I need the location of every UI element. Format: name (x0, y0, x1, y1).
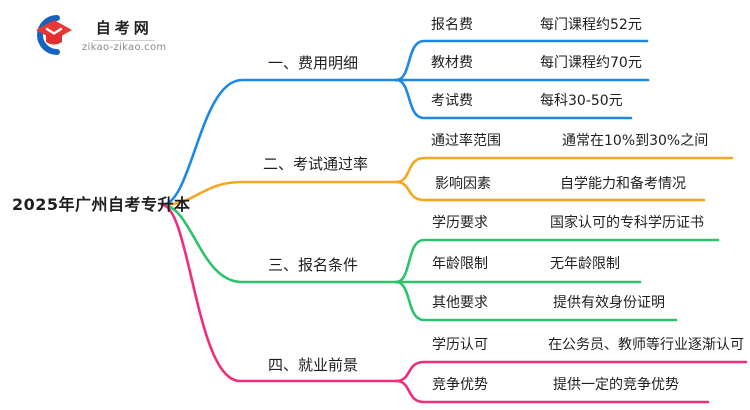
subtopic-value[interactable]: 每门课程约70元 (540, 55, 642, 71)
subtopic-value[interactable]: 提供一定的竞争优势 (553, 377, 679, 393)
branch3-lines (160, 203, 720, 322)
logo-title: 自考网 (95, 19, 153, 37)
branch-topic-requirements[interactable]: 三、报名条件 (268, 256, 359, 274)
subtopic-label[interactable]: 教材费 (431, 55, 473, 71)
subtopic-label[interactable]: 报名费 (431, 17, 473, 33)
branch4-lines (160, 203, 748, 404)
graduation-cap-icon (36, 15, 72, 55)
subtopic-value[interactable]: 提供有效身份证明 (553, 295, 665, 311)
subtopic-value[interactable]: 每门课程约52元 (540, 17, 642, 33)
subtopic-value[interactable]: 通常在10%到30%之间 (562, 133, 709, 149)
subtopic-label[interactable]: 其他要求 (432, 295, 488, 311)
subtopic-value[interactable]: 自学能力和备考情况 (560, 176, 686, 192)
subtopic-value[interactable]: 每科30-50元 (540, 93, 623, 109)
root-topic[interactable]: 2025年广州自考专升本 (12, 195, 191, 214)
subtopic-label[interactable]: 学历要求 (432, 215, 488, 231)
subtopic-label[interactable]: 学历认可 (432, 337, 488, 353)
branch1-lines (160, 39, 650, 207)
subtopic-label[interactable]: 通过率范围 (431, 133, 501, 149)
branch2-lines (160, 156, 734, 207)
branch-topic-pass-rate[interactable]: 二、考试通过率 (263, 155, 369, 173)
subtopic-label[interactable]: 考试费 (431, 93, 473, 109)
subtopic-label[interactable]: 年龄限制 (432, 256, 488, 272)
branch-topic-career[interactable]: 四、就业前景 (268, 356, 359, 374)
subtopic-value[interactable]: 在公务员、教师等行业逐渐认可 (548, 337, 744, 353)
site-logo[interactable]: 自考网 zikao-zikao.com (30, 14, 166, 56)
branch-topic-fees[interactable]: 一、费用明细 (268, 54, 359, 72)
logo-domain: zikao-zikao.com (82, 42, 167, 53)
subtopic-label[interactable]: 影响因素 (435, 176, 491, 192)
subtopic-value[interactable]: 无年龄限制 (550, 256, 620, 272)
subtopic-label[interactable]: 竞争优势 (432, 377, 488, 393)
subtopic-value[interactable]: 国家认可的专科学历证书 (550, 215, 704, 231)
logo-divider (93, 40, 156, 41)
